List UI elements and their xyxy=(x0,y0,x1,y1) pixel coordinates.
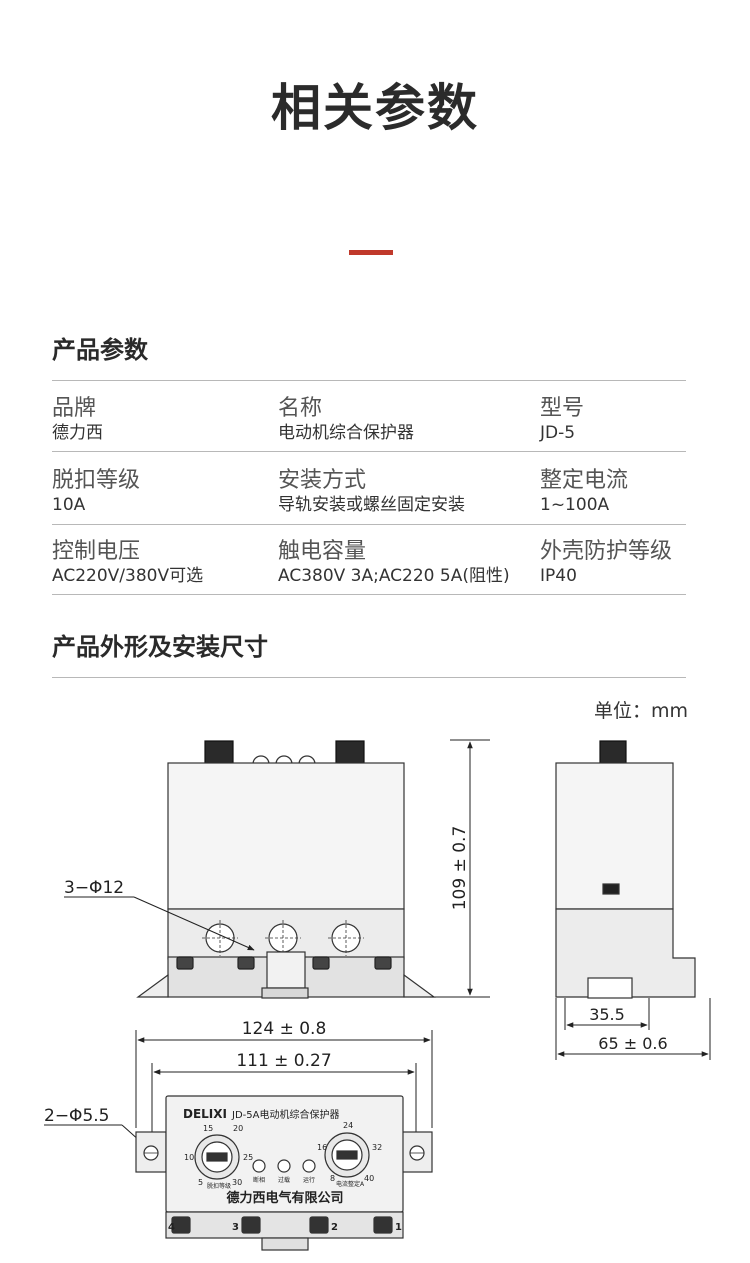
device-brand: DELIXI xyxy=(183,1107,227,1121)
device-model: JD-5A电动机综合保护器 xyxy=(231,1108,339,1121)
dial1-caption: 脱扣等级 xyxy=(207,1182,231,1190)
param-contact-capacity: 触电容量 AC380V 3A;AC220 5A(阻性) xyxy=(278,539,510,587)
terminal-number: 3 xyxy=(232,1222,239,1233)
dial1-mark: 30 xyxy=(232,1178,242,1187)
param-value: 电动机综合保护器 xyxy=(278,423,414,443)
dial2-mark: 24 xyxy=(343,1121,353,1130)
param-label: 外壳防护等级 xyxy=(540,539,673,564)
terminal-number: 2 xyxy=(331,1222,338,1233)
side-view xyxy=(555,740,696,999)
rule-row3 xyxy=(52,594,686,595)
rule-row2 xyxy=(52,524,686,525)
param-label: 整定电流 xyxy=(540,468,629,493)
param-model: 型号 JD-5 xyxy=(540,396,584,444)
rule-top xyxy=(52,380,686,381)
param-ip: 外壳防护等级 IP40 xyxy=(540,539,672,587)
dial1-mark: 20 xyxy=(233,1124,243,1133)
dim-label-side-inner: 35.5 xyxy=(589,1005,625,1024)
param-value: AC220V/380V可选 xyxy=(52,566,204,586)
led-label: 过载 xyxy=(278,1176,290,1184)
device-maker: 德力西电气有限公司 xyxy=(226,1190,343,1206)
top-view xyxy=(135,1095,433,1251)
rule-row1 xyxy=(52,451,686,452)
dim-label-mount-holes: 2−Φ5.5 xyxy=(44,1106,109,1126)
title-accent-bar xyxy=(349,250,393,255)
param-label: 安装方式 xyxy=(278,468,367,493)
dial1-mark: 10 xyxy=(184,1153,194,1162)
led-label: 断相 xyxy=(253,1176,265,1184)
param-value: 1~100A xyxy=(540,495,610,515)
param-name: 名称 电动机综合保护器 xyxy=(278,396,414,444)
dial1-mark: 5 xyxy=(198,1178,203,1187)
dim-label-holes: 3−Φ12 xyxy=(64,878,124,898)
dim-label-width-inner: 111 ± 0.27 xyxy=(236,1051,331,1071)
section-title-dimensions: 产品外形及安装尺寸 xyxy=(52,633,268,661)
param-label: 名称 xyxy=(278,396,323,421)
dim-label-side-outer: 65 ± 0.6 xyxy=(598,1034,667,1053)
page-title: 相关参数 xyxy=(271,79,479,137)
dial2-mark: 8 xyxy=(330,1174,335,1183)
param-value: IP40 xyxy=(540,566,577,586)
param-trip-class: 脱扣等级 10A xyxy=(52,468,140,516)
param-value: 导轨安装或螺丝固定安装 xyxy=(278,495,465,515)
dial2-mark: 40 xyxy=(364,1174,374,1183)
terminal-number: 4 xyxy=(168,1222,175,1233)
param-label: 控制电压 xyxy=(52,539,141,564)
dial1-mark: 15 xyxy=(203,1124,213,1133)
param-value: 10A xyxy=(52,495,86,515)
param-label: 脱扣等级 xyxy=(52,468,141,493)
dial1-mark: 25 xyxy=(243,1153,253,1162)
param-current: 整定电流 1~100A xyxy=(540,468,628,516)
param-install: 安装方式 导轨安装或螺丝固定安装 xyxy=(278,468,465,516)
dim-label-width-outer: 124 ± 0.8 xyxy=(242,1019,327,1039)
param-label: 品牌 xyxy=(52,396,97,421)
dial2-caption: 电流整定A xyxy=(336,1180,365,1188)
param-label: 触电容量 xyxy=(278,539,367,564)
param-value: AC380V 3A;AC220 5A(阻性) xyxy=(278,566,510,586)
param-value: 德力西 xyxy=(52,423,103,443)
terminal-number: 1 xyxy=(395,1222,402,1233)
param-brand: 品牌 德力西 xyxy=(52,396,103,444)
dial2-mark: 32 xyxy=(372,1143,382,1152)
unit-label: 单位：mm xyxy=(594,700,689,722)
param-control-voltage: 控制电压 AC220V/380V可选 xyxy=(52,539,203,587)
rule-dimensions xyxy=(52,677,686,678)
front-view xyxy=(136,740,436,999)
param-value: JD-5 xyxy=(540,423,576,443)
dim-label-height: 109 ± 0.7 xyxy=(450,826,470,911)
dial2-mark: 16 xyxy=(317,1143,327,1152)
param-label: 型号 xyxy=(540,396,585,421)
section-title-params: 产品参数 xyxy=(52,336,148,364)
led-label: 运行 xyxy=(303,1176,315,1184)
